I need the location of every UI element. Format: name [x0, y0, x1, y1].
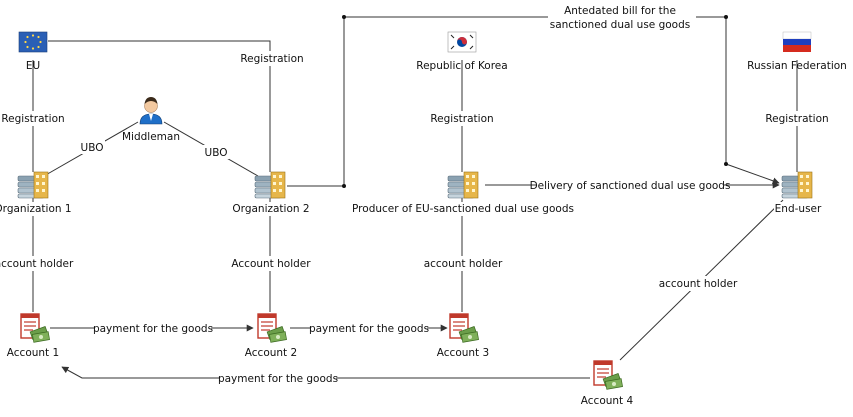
node-producer[interactable]: Producer of EU-sanctioned dual use goods — [352, 171, 574, 216]
node-russia[interactable]: Russian Federation — [747, 31, 847, 72]
node-label-middleman: Middleman — [122, 131, 180, 143]
bank-account-icon — [449, 313, 480, 344]
organization-icon — [781, 171, 813, 199]
node-enduser[interactable]: End-user — [774, 171, 822, 216]
bend-point — [724, 162, 728, 166]
node-label-enduser: End-user — [775, 203, 822, 215]
bank-account-icon — [593, 360, 624, 391]
node-label-producer: Producer of EU-sanctioned dual use goods — [352, 203, 574, 215]
edge-label-producer-acc3: account holder — [424, 258, 503, 270]
edge-label-eu-org1: Registration — [1, 113, 64, 125]
bend-point — [342, 184, 346, 188]
eu-flag-icon — [18, 31, 48, 53]
node-org1[interactable]: Organization 1 — [0, 171, 74, 216]
organization-icon — [17, 171, 49, 199]
edge-label-enduser-acc4: account holder — [659, 278, 738, 290]
edge-label-middleman-org2: UBO — [205, 147, 228, 159]
edge-label-acc4-acc1: payment for the goods — [218, 373, 338, 385]
edge-label-acc1-acc2: payment for the goods — [93, 323, 213, 335]
node-middleman[interactable]: Middleman — [122, 97, 180, 143]
edge-eu-org2 — [48, 40, 271, 172]
node-acc4[interactable]: Account 4 — [581, 360, 634, 407]
edge-label-middleman-org1: UBO — [81, 142, 104, 154]
edge-acc4-acc1 — [61, 366, 590, 379]
bend-points — [342, 15, 728, 188]
edge-label-producer-enduser: Delivery of sanctioned dual use goods — [530, 180, 731, 192]
node-label-russia: Russian Federation — [747, 60, 847, 72]
edge-label-eu-org2: Registration — [240, 53, 303, 65]
edge-label-antedated-bill-line2: sanctioned dual use goods — [550, 19, 691, 31]
node-org2[interactable]: Organization 2 — [232, 171, 310, 216]
node-acc2[interactable]: Account 2 — [245, 313, 297, 359]
node-label-acc4: Account 4 — [581, 395, 634, 407]
node-label-acc2: Account 2 — [245, 347, 297, 359]
node-label-acc3: Account 3 — [437, 347, 489, 359]
node-korea[interactable]: Republic of Korea — [416, 31, 508, 72]
korea-flag-icon — [447, 31, 477, 53]
bend-point — [342, 15, 346, 19]
edge-labels: Registration Registration Registration R… — [0, 4, 829, 386]
edge-label-org2-acc2: Account holder — [231, 258, 311, 270]
edge-org2-enduser — [287, 16, 780, 187]
node-label-org1: Organization 1 — [0, 203, 72, 215]
edge-label-korea-producer: Registration — [430, 113, 493, 125]
bend-point — [724, 15, 728, 19]
node-acc3[interactable]: Account 3 — [437, 313, 489, 359]
node-label-org2: Organization 2 — [232, 203, 309, 215]
russia-flag-icon — [782, 31, 812, 52]
node-label-korea: Republic of Korea — [416, 60, 507, 72]
edge-label-org1-acc1: account holder — [0, 258, 74, 270]
node-acc1[interactable]: Account 1 — [7, 313, 59, 359]
bank-account-icon — [20, 313, 51, 344]
edge-label-russia-enduser: Registration — [765, 113, 828, 125]
node-eu[interactable]: EU — [18, 31, 48, 72]
edge-label-antedated-bill-line1: Antedated bill for the — [564, 5, 676, 17]
node-label-eu: EU — [26, 60, 40, 72]
organization-icon — [254, 171, 286, 199]
organization-icon — [447, 171, 479, 199]
edge-label-acc2-acc3: payment for the goods — [309, 323, 429, 335]
person-icon — [139, 97, 163, 125]
bank-account-icon — [257, 313, 288, 344]
node-label-acc1: Account 1 — [7, 347, 59, 359]
